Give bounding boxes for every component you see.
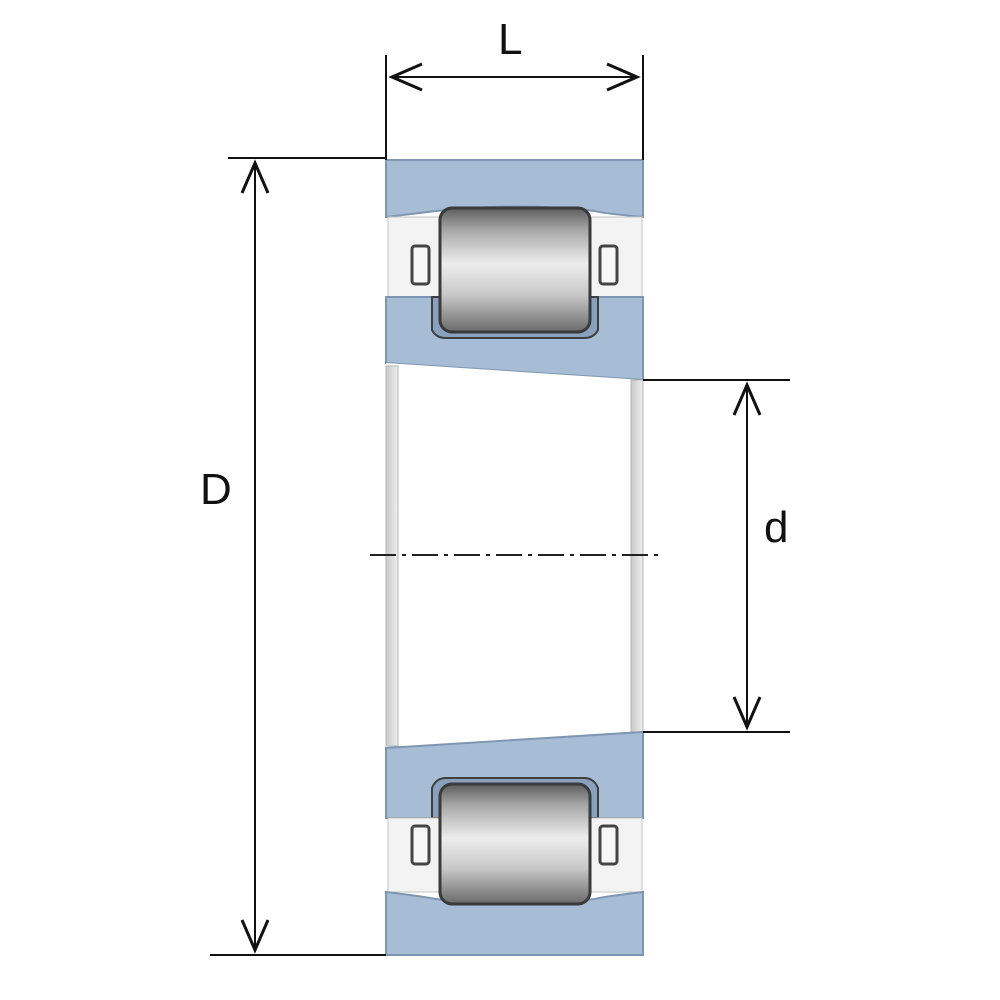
outer-diameter-label: D (200, 465, 232, 514)
upper-bearing-section (385, 159, 644, 382)
d-bore-arrow-bottom-icon (732, 696, 762, 731)
width-label: L (498, 15, 523, 64)
l-arrow-left-icon (388, 62, 423, 92)
roller-bottom (438, 782, 592, 906)
l-arrow-right-icon (606, 62, 641, 92)
dimension-lines (210, 55, 790, 956)
cage-pocket-right-top (598, 244, 619, 286)
bore-diameter-label: d (764, 503, 789, 552)
cage-pocket-left-bottom (410, 824, 431, 866)
d-outer-arrow-top-icon (240, 159, 270, 194)
bore (370, 363, 662, 748)
d-bore-arrow-top-icon (732, 381, 762, 416)
cage-pocket-right-bottom (598, 824, 619, 866)
lower-bearing-section (385, 730, 644, 956)
d-outer-arrow-bottom-icon (240, 919, 270, 954)
roller-top (438, 206, 592, 334)
cage-pocket-left-top (410, 244, 431, 286)
